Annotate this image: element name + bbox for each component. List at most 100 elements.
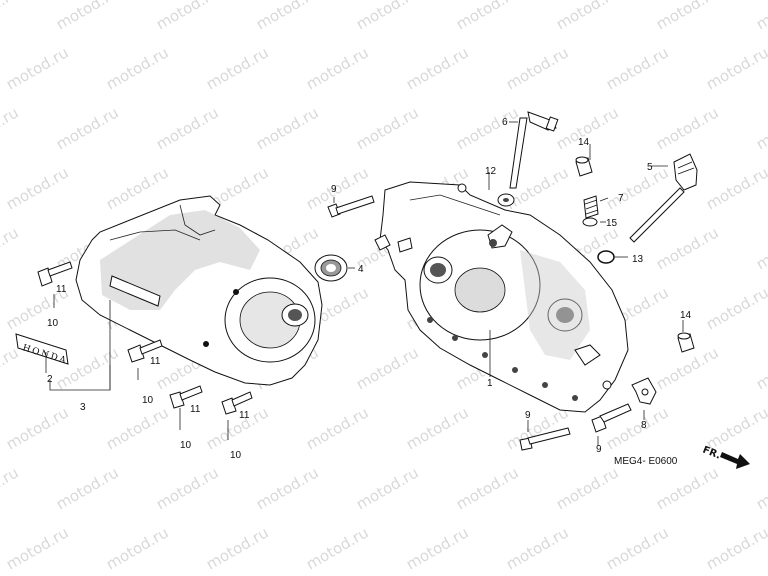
watermark-text: motod.ru xyxy=(403,523,472,573)
callout-9-bottom-right: 9 xyxy=(596,444,602,455)
watermark-text: motod.ru xyxy=(703,283,768,333)
watermark-text: motod.ru xyxy=(0,223,22,273)
watermark-text: motod.ru xyxy=(553,0,622,33)
callout-6: 6 xyxy=(502,117,508,128)
watermark-text: motod.ru xyxy=(0,0,22,33)
bolt-set-lower-left xyxy=(169,385,203,409)
watermark-text: motod.ru xyxy=(0,343,22,393)
watermark-text: motod.ru xyxy=(353,103,422,153)
watermark-text: motod.ru xyxy=(753,343,768,393)
watermark-text: motod.ru xyxy=(153,103,222,153)
watermark-text: motod.ru xyxy=(103,403,172,453)
watermark-text: motod.ru xyxy=(303,43,372,93)
callout-11-b: 11 xyxy=(150,356,161,367)
callout-7: 7 xyxy=(618,193,624,204)
callout-5: 5 xyxy=(647,162,653,173)
bolt-set-middle xyxy=(127,339,163,363)
watermark-text: motod.ru xyxy=(53,103,122,153)
bolt-9-top xyxy=(327,195,375,218)
watermark-text: motod.ru xyxy=(53,463,122,513)
watermark-text: motod.ru xyxy=(203,403,272,453)
watermark-text: motod.ru xyxy=(353,0,422,33)
callout-14-upper: 14 xyxy=(578,137,590,148)
watermark-text: motod.ru xyxy=(603,523,672,573)
watermark-text: motod.ru xyxy=(653,463,722,513)
dowel-pin-14-lower xyxy=(677,332,695,353)
callout-3: 3 xyxy=(80,402,86,413)
spring-15 xyxy=(582,217,598,227)
callout-11-c: 11 xyxy=(190,404,201,415)
watermark-text: motod.ru xyxy=(753,463,768,513)
bolt-9-bottom-right xyxy=(591,403,632,433)
watermark-text: motod.ru xyxy=(0,103,22,153)
bolt-set-upper-left xyxy=(37,261,73,287)
watermark-text: motod.ru xyxy=(653,223,722,273)
watermark-text: motod.ru xyxy=(603,163,672,213)
watermark-text: motod.ru xyxy=(653,103,722,153)
dowel-pin-14-upper xyxy=(575,156,593,177)
watermark-text: motod.ru xyxy=(653,343,722,393)
watermark-text: motod.ru xyxy=(253,0,322,33)
shaft-assembly xyxy=(509,111,559,189)
o-ring-13 xyxy=(597,250,615,264)
watermark-text: motod.ru xyxy=(353,343,422,393)
watermark-text: motod.ru xyxy=(153,463,222,513)
watermark-text: motod.ru xyxy=(703,403,768,453)
leader-lines xyxy=(45,121,684,446)
bolt-set-lower-right xyxy=(221,391,253,415)
callout-15: 15 xyxy=(606,218,618,229)
watermark-text: motod.ru xyxy=(203,43,272,93)
watermark-text: motod.ru xyxy=(603,43,672,93)
watermark-text: motod.ru xyxy=(253,463,322,513)
watermark-text: motod.ru xyxy=(303,523,372,573)
callout-8: 8 xyxy=(641,420,647,431)
right-crankcase-cover xyxy=(374,181,629,413)
watermark-text: motod.ru xyxy=(753,223,768,273)
watermark-text: motod.ru xyxy=(553,463,622,513)
watermark-text: motod.ru xyxy=(103,43,172,93)
callout-2: 2 xyxy=(47,374,53,385)
watermark-text: motod.ru xyxy=(3,43,72,93)
watermark-text: motod.ru xyxy=(203,523,272,573)
callout-4: 4 xyxy=(358,264,364,275)
callout-10-b: 10 xyxy=(142,395,154,406)
watermark-text: motod.ru xyxy=(353,463,422,513)
watermark-text: motod.ru xyxy=(753,103,768,153)
watermark-text: motod.ru xyxy=(753,0,768,33)
watermark-text: motod.ru xyxy=(3,523,72,573)
watermark-text: motod.ru xyxy=(403,43,472,93)
honda-emblem: HONDA xyxy=(15,333,69,367)
watermark-text: motod.ru xyxy=(403,403,472,453)
callout-9-bottom-left: 9 xyxy=(525,410,531,421)
left-crankcase-cover xyxy=(75,195,323,386)
watermark-text: motod.ru xyxy=(503,43,572,93)
callout-10-d: 10 xyxy=(230,450,242,461)
callout-labels: 1 2 3 4 5 6 7 8 9 9 9 10 10 10 10 11 11 … xyxy=(47,117,692,461)
oil-seal xyxy=(314,254,348,282)
callout-10-c: 10 xyxy=(180,440,192,451)
watermark-text: motod.ru xyxy=(503,523,572,573)
watermark-text: motod.ru xyxy=(653,0,722,33)
oil-dipstick xyxy=(629,153,698,243)
watermark-text: motod.ru xyxy=(703,163,768,213)
watermark-text: motod.ru xyxy=(103,523,172,573)
spring-7 xyxy=(583,195,599,219)
watermark-text: motod.ru xyxy=(53,0,122,33)
watermark-text: motod.ru xyxy=(3,163,72,213)
watermark-text: motod.ru xyxy=(103,163,172,213)
watermark-text: motod.ru xyxy=(453,463,522,513)
watermark-text: motod.ru xyxy=(303,403,372,453)
watermark-text: motod.ru xyxy=(153,0,222,33)
watermark-text: motod.ru xyxy=(0,463,22,513)
callout-9-top: 9 xyxy=(331,184,337,195)
watermark-text: motod.ru xyxy=(453,103,522,153)
callout-10-a: 10 xyxy=(47,318,59,329)
callout-12: 12 xyxy=(485,166,497,177)
bolt-9-bottom-left xyxy=(519,427,571,451)
watermark-text: motod.ru xyxy=(503,403,572,453)
callout-13: 13 xyxy=(632,254,644,265)
watermark-text: motod.ru xyxy=(3,403,72,453)
callout-14-lower: 14 xyxy=(680,310,692,321)
watermark-text: motod.ru xyxy=(453,0,522,33)
